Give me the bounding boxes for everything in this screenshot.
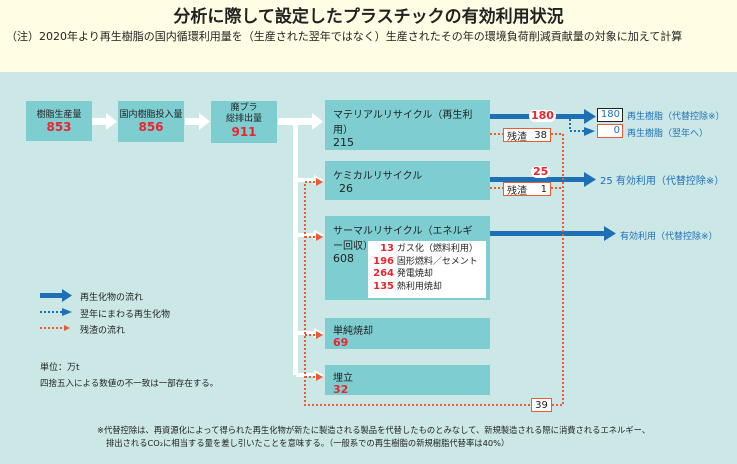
unit-label: 単位：万t — [40, 363, 80, 373]
next-year-value: 0 — [597, 124, 623, 138]
breakdown-row: 264 発電焼却 — [373, 268, 433, 279]
landfill-box: 埋立 32 — [325, 365, 490, 395]
value: 853 — [46, 120, 72, 134]
domestic-input-box: 国内樹脂投入量 856 — [118, 101, 184, 142]
thermal-output-label: 有効利用（代替控除※） — [620, 232, 718, 242]
value: 26 — [339, 182, 353, 195]
simple-incineration-box: 単純焼却 69 — [325, 318, 490, 349]
note: （注）2020年より再生樹脂の国内循環利用量を（生産された翌年ではなく）生産され… — [6, 30, 683, 43]
label: サーマルリサイクル（エネルギー回収） — [333, 226, 473, 252]
label: 埋立 — [333, 373, 353, 384]
value: 32 — [333, 383, 349, 396]
value: 69 — [333, 336, 349, 349]
legend-residue: 残渣の流れ — [80, 326, 126, 336]
recycled-resin-value: 180 — [597, 108, 623, 122]
label: ケミカルリサイクル — [333, 171, 423, 182]
material-flow-value: 180 — [529, 109, 556, 122]
label: マテリアルリサイクル（再生利用） — [333, 110, 473, 136]
chemical-recycle-box: ケミカルリサイクル 26 — [325, 161, 490, 200]
chemical-output-label: 25 有効利用（代替控除※） — [600, 176, 725, 187]
label: 国内樹脂投入量 — [119, 110, 183, 120]
white-arrows — [92, 113, 324, 380]
resin-production-box: 樹脂生産量 853 — [26, 101, 92, 141]
next-year-label: 再生樹脂（翌年へ） — [627, 129, 709, 139]
breakdown-row: 13 ガス化（燃料利用） — [380, 243, 478, 254]
waste-total-box: 廃プラ 総排出量 911 — [211, 101, 277, 143]
value: 856 — [138, 120, 164, 134]
next-year-dotted-arrow — [569, 119, 585, 132]
rounding-note: 四捨五入による数値の不一致は一部存在する。 — [40, 379, 219, 389]
footnote-line2: 排出されるCO₂に相当する量を差し引いたことを意味する。（一般系での再生樹脂の新… — [106, 438, 510, 448]
material-recycle-box: マテリアルリサイクル（再生利用） 215 — [325, 100, 490, 150]
value: 911 — [231, 125, 257, 139]
breakdown-row: 196 固形燃料／セメント — [373, 255, 478, 267]
label: 廃プラ — [230, 103, 258, 113]
legend-next-year: 翌年にまわる再生化物 — [80, 310, 171, 320]
footnote-line1: ※代替控除は、再資源化によって得られた再生化物が新たに製造される製品を代替したも… — [97, 425, 651, 435]
label: 総排出量 — [225, 114, 262, 124]
residue-total-box: 39 — [531, 398, 552, 412]
breakdown-row: 135 熱利用焼却 — [373, 280, 442, 292]
thermal-breakdown: 13 ガス化（燃料利用） 196 固形燃料／セメント 264 発電焼却 135 … — [368, 241, 486, 298]
label: 樹脂生産量 — [36, 110, 82, 120]
value: 215 — [333, 136, 354, 149]
value: 608 — [333, 252, 354, 265]
residue-dotted-lines — [304, 133, 564, 406]
page-title: 分析に際して設定したプラスチックの有効利用状況 — [173, 7, 564, 27]
legend-marks — [40, 289, 72, 331]
chemical-flow-value: 25 — [531, 165, 551, 178]
recycled-resin-label: 再生樹脂（代替控除※） — [627, 112, 725, 122]
legend-recycled-flow: 再生化物の流れ — [80, 293, 144, 303]
label: 単純焼却 — [333, 326, 373, 337]
